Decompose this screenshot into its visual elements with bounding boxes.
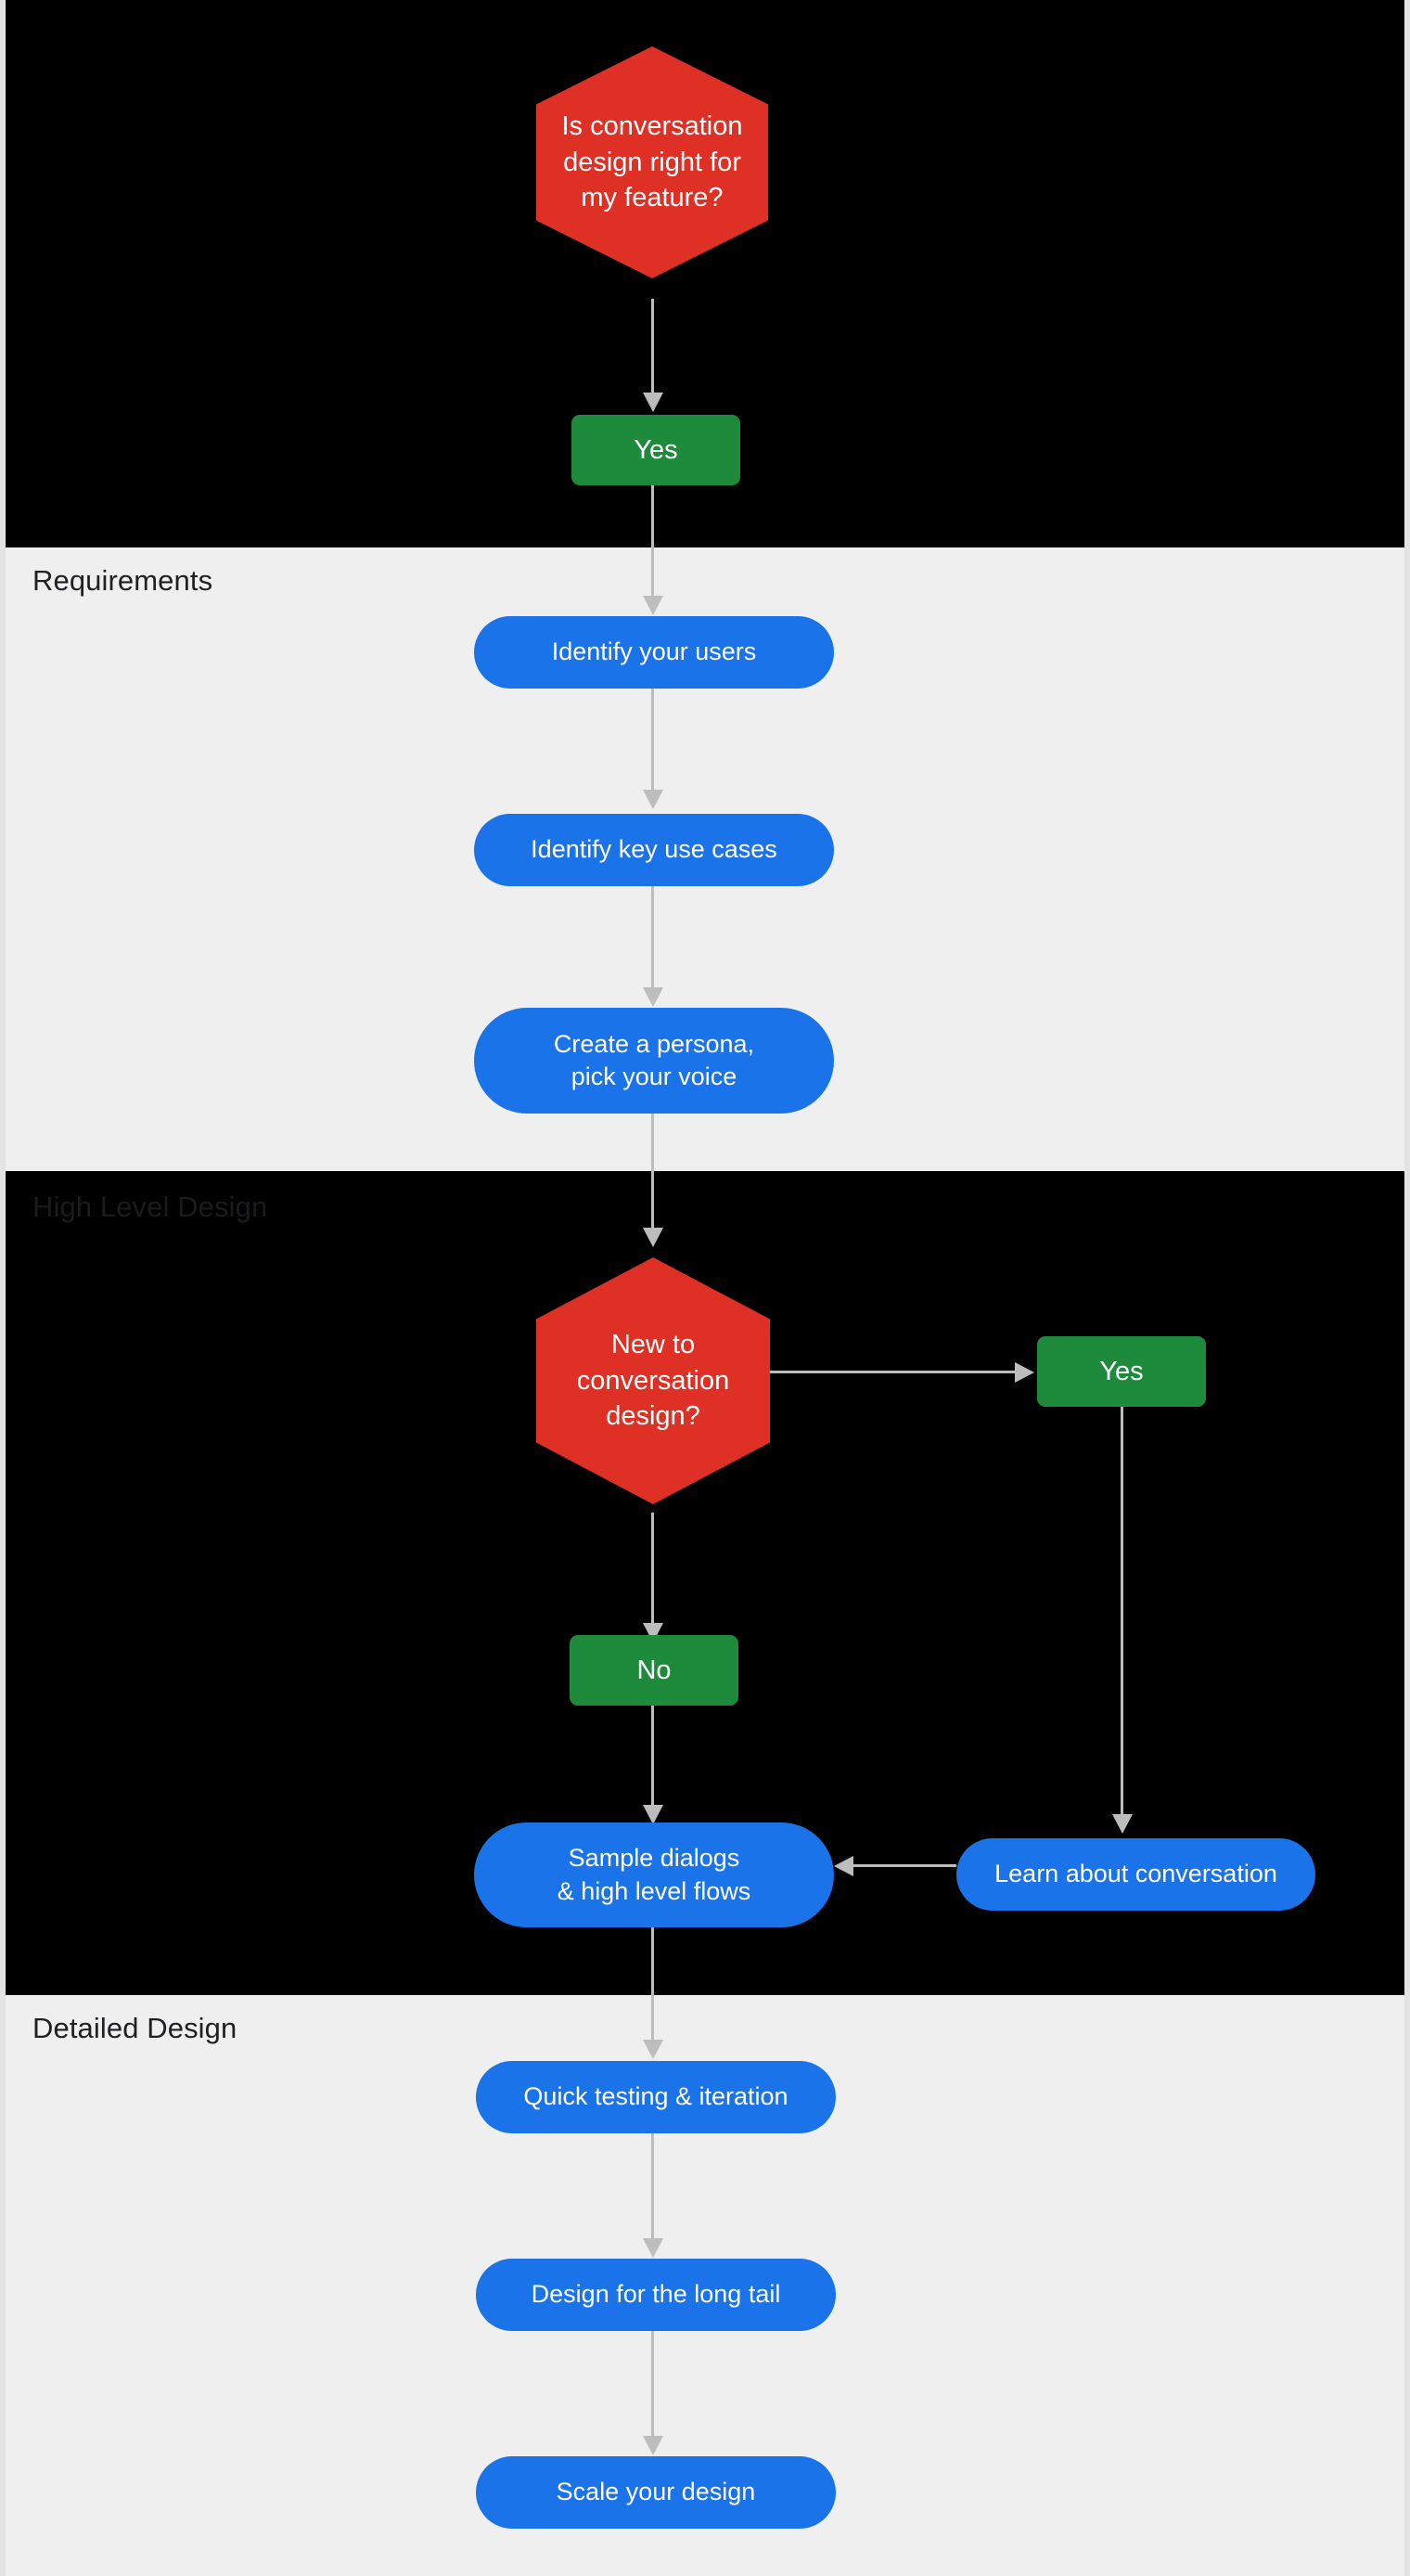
edge-new-to-cd-to-yes-2 [770,1362,1034,1393]
edge-quick-testing-to-long-tail [643,2133,673,2258]
page-left-gutter [0,0,6,2576]
section-label-detailed-design: Detailed Design [32,2012,237,2044]
node-yes-1[interactable]: Yes [571,415,740,485]
node-design-for-the-long-tail[interactable]: Design for the long tail [476,2259,836,2331]
edge-yes-1-to-identify-users [643,485,673,615]
node-sample-dialogs-high-level-flows[interactable]: Sample dialogs & high level flows [474,1823,834,1927]
node-no-1[interactable]: No [570,1635,738,1706]
page-right-gutter [1404,0,1410,2576]
node-label: Identify key use cases [531,835,777,864]
node-label: Create a persona, pick your voice [553,1029,755,1090]
edge-new-to-cd-to-no-1 [643,1513,673,1642]
node-label: Design for the long tail [531,2280,781,2309]
node-yes-2[interactable]: Yes [1037,1336,1206,1407]
node-label: Is conversation design right for my feat… [561,111,743,213]
edge-learn-about-cd-to-sample-dialogs [834,1856,956,1887]
edge-decision-to-yes-1 [643,299,673,412]
node-learn-about-conversation[interactable]: Learn about conversation [956,1838,1315,1911]
node-identify-your-users[interactable]: Identify your users [474,616,834,689]
node-label: Quick testing & iteration [523,2082,788,2111]
node-create-a-persona[interactable]: Create a persona, pick your voice [474,1008,834,1114]
node-label: Yes [1099,1356,1144,1386]
node-identify-key-use-cases[interactable]: Identify key use cases [474,814,834,886]
node-scale-your-design[interactable]: Scale your design [476,2456,836,2529]
edge-use-cases-to-create-persona [643,886,673,1007]
node-is-conversation-design-right[interactable]: Is conversation design right for my feat… [536,46,768,278]
section-label-requirements: Requirements [32,564,213,597]
edge-long-tail-to-scale-design [643,2331,673,2455]
node-quick-testing-iteration[interactable]: Quick testing & iteration [476,2061,836,2133]
edge-identify-users-to-use-cases [643,689,673,809]
node-label: New to conversation design? [576,1330,730,1432]
edge-yes-2-to-learn-about-cd [1112,1407,1143,1834]
node-new-to-conversation-design[interactable]: New to conversation design? [536,1257,770,1504]
edge-create-persona-to-new-to-cd [643,1114,673,1247]
node-label: Yes [634,434,678,465]
node-label: Sample dialogs & high level flows [557,1844,751,1905]
node-label: No [636,1655,672,1685]
node-label: Learn about conversation [994,1860,1277,1888]
edge-sample-dialogs-to-quick-testing [643,1927,673,2059]
node-label: Identify your users [551,638,757,666]
node-label: Scale your design [556,2478,756,2506]
edge-no-1-to-sample-dialogs [643,1706,673,1824]
section-label-high-level-design: High Level Design [32,1191,268,1223]
